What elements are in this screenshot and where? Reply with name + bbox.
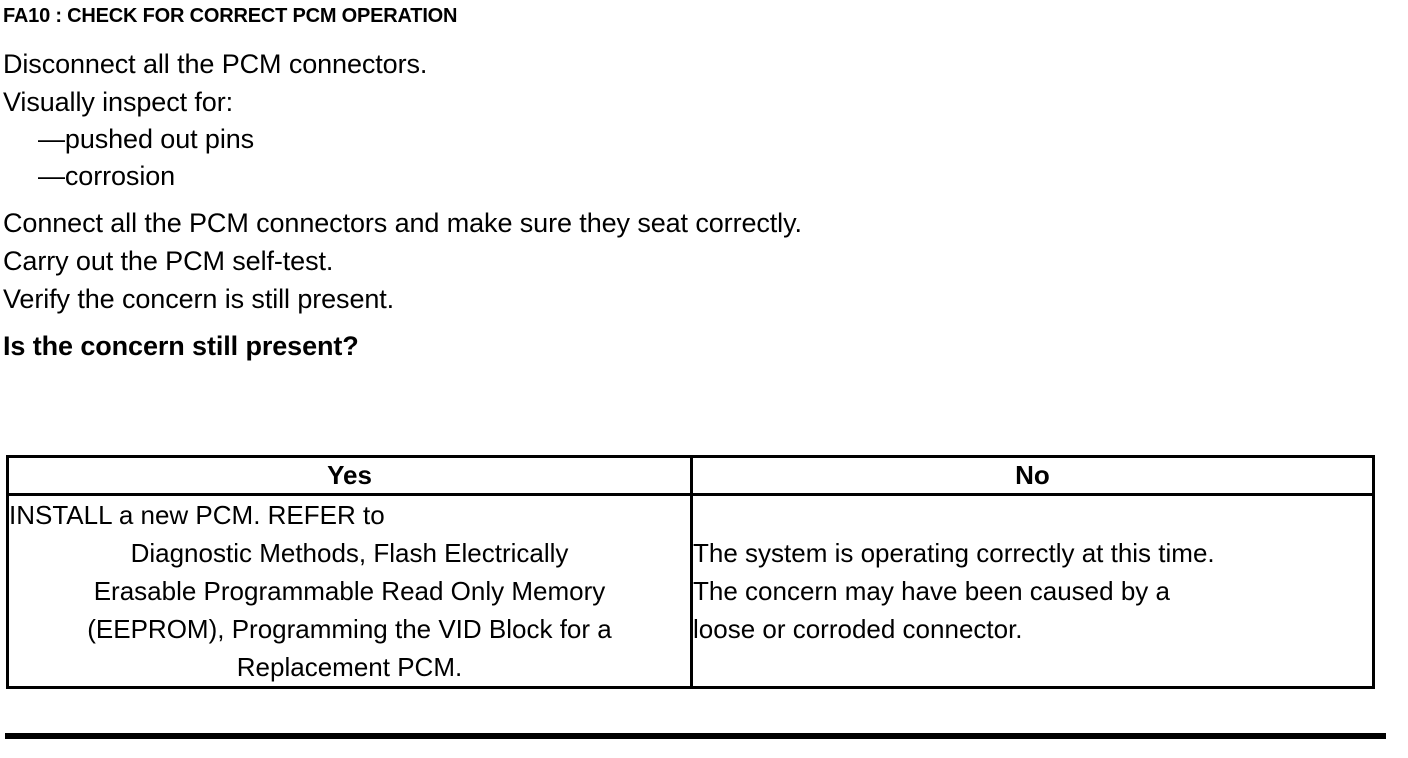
table-header-row: Yes No xyxy=(6,455,1375,496)
answer-yes-line-1: INSTALL a new PCM. REFER to xyxy=(9,500,385,530)
answer-yes-line-5: Replacement PCM. xyxy=(236,652,463,682)
answer-yes-line-2: Diagnostic Methods, Flash Electrically xyxy=(130,538,569,568)
instruction-line-4: Carry out the PCM self-test. xyxy=(3,246,334,276)
page-footer-rule xyxy=(5,733,1386,739)
table-row: INSTALL a new PCM. REFER to Diagnostic M… xyxy=(6,493,1375,689)
instruction-bullet-1: —pushed out pins xyxy=(38,124,255,154)
instruction-list: Disconnect all the PCM connectors. Visua… xyxy=(3,45,1393,365)
answer-yes-line-4: (EEPROM), Programming the VID Block for … xyxy=(87,614,612,644)
column-header-no: No xyxy=(690,455,1375,496)
decision-table: Yes No INSTALL a new PCM. REFER to Diagn… xyxy=(6,455,1375,689)
decision-question: Is the concern still present? xyxy=(3,331,359,361)
page-title: FA10 : CHECK FOR CORRECT PCM OPERATION xyxy=(3,5,458,27)
answer-no-line-2: The concern may have been caused by a xyxy=(693,576,1170,606)
instruction-bullet-2: —corrosion xyxy=(38,161,176,191)
answer-cell-no: The system is operating correctly at thi… xyxy=(690,493,1375,689)
column-header-yes: Yes xyxy=(6,455,693,496)
instruction-line-1: Disconnect all the PCM connectors. xyxy=(3,49,428,79)
answer-no-line-1: The system is operating correctly at thi… xyxy=(693,538,1215,568)
instruction-line-2: Visually inspect for: xyxy=(3,87,234,117)
instruction-line-3: Connect all the PCM connectors and make … xyxy=(3,208,802,238)
instruction-line-5: Verify the concern is still present. xyxy=(3,284,395,314)
answer-yes-line-3: Erasable Programmable Read Only Memory xyxy=(93,576,606,606)
answer-no-line-3: loose or corroded connector. xyxy=(693,614,1023,644)
answer-cell-yes: INSTALL a new PCM. REFER to Diagnostic M… xyxy=(6,493,693,689)
